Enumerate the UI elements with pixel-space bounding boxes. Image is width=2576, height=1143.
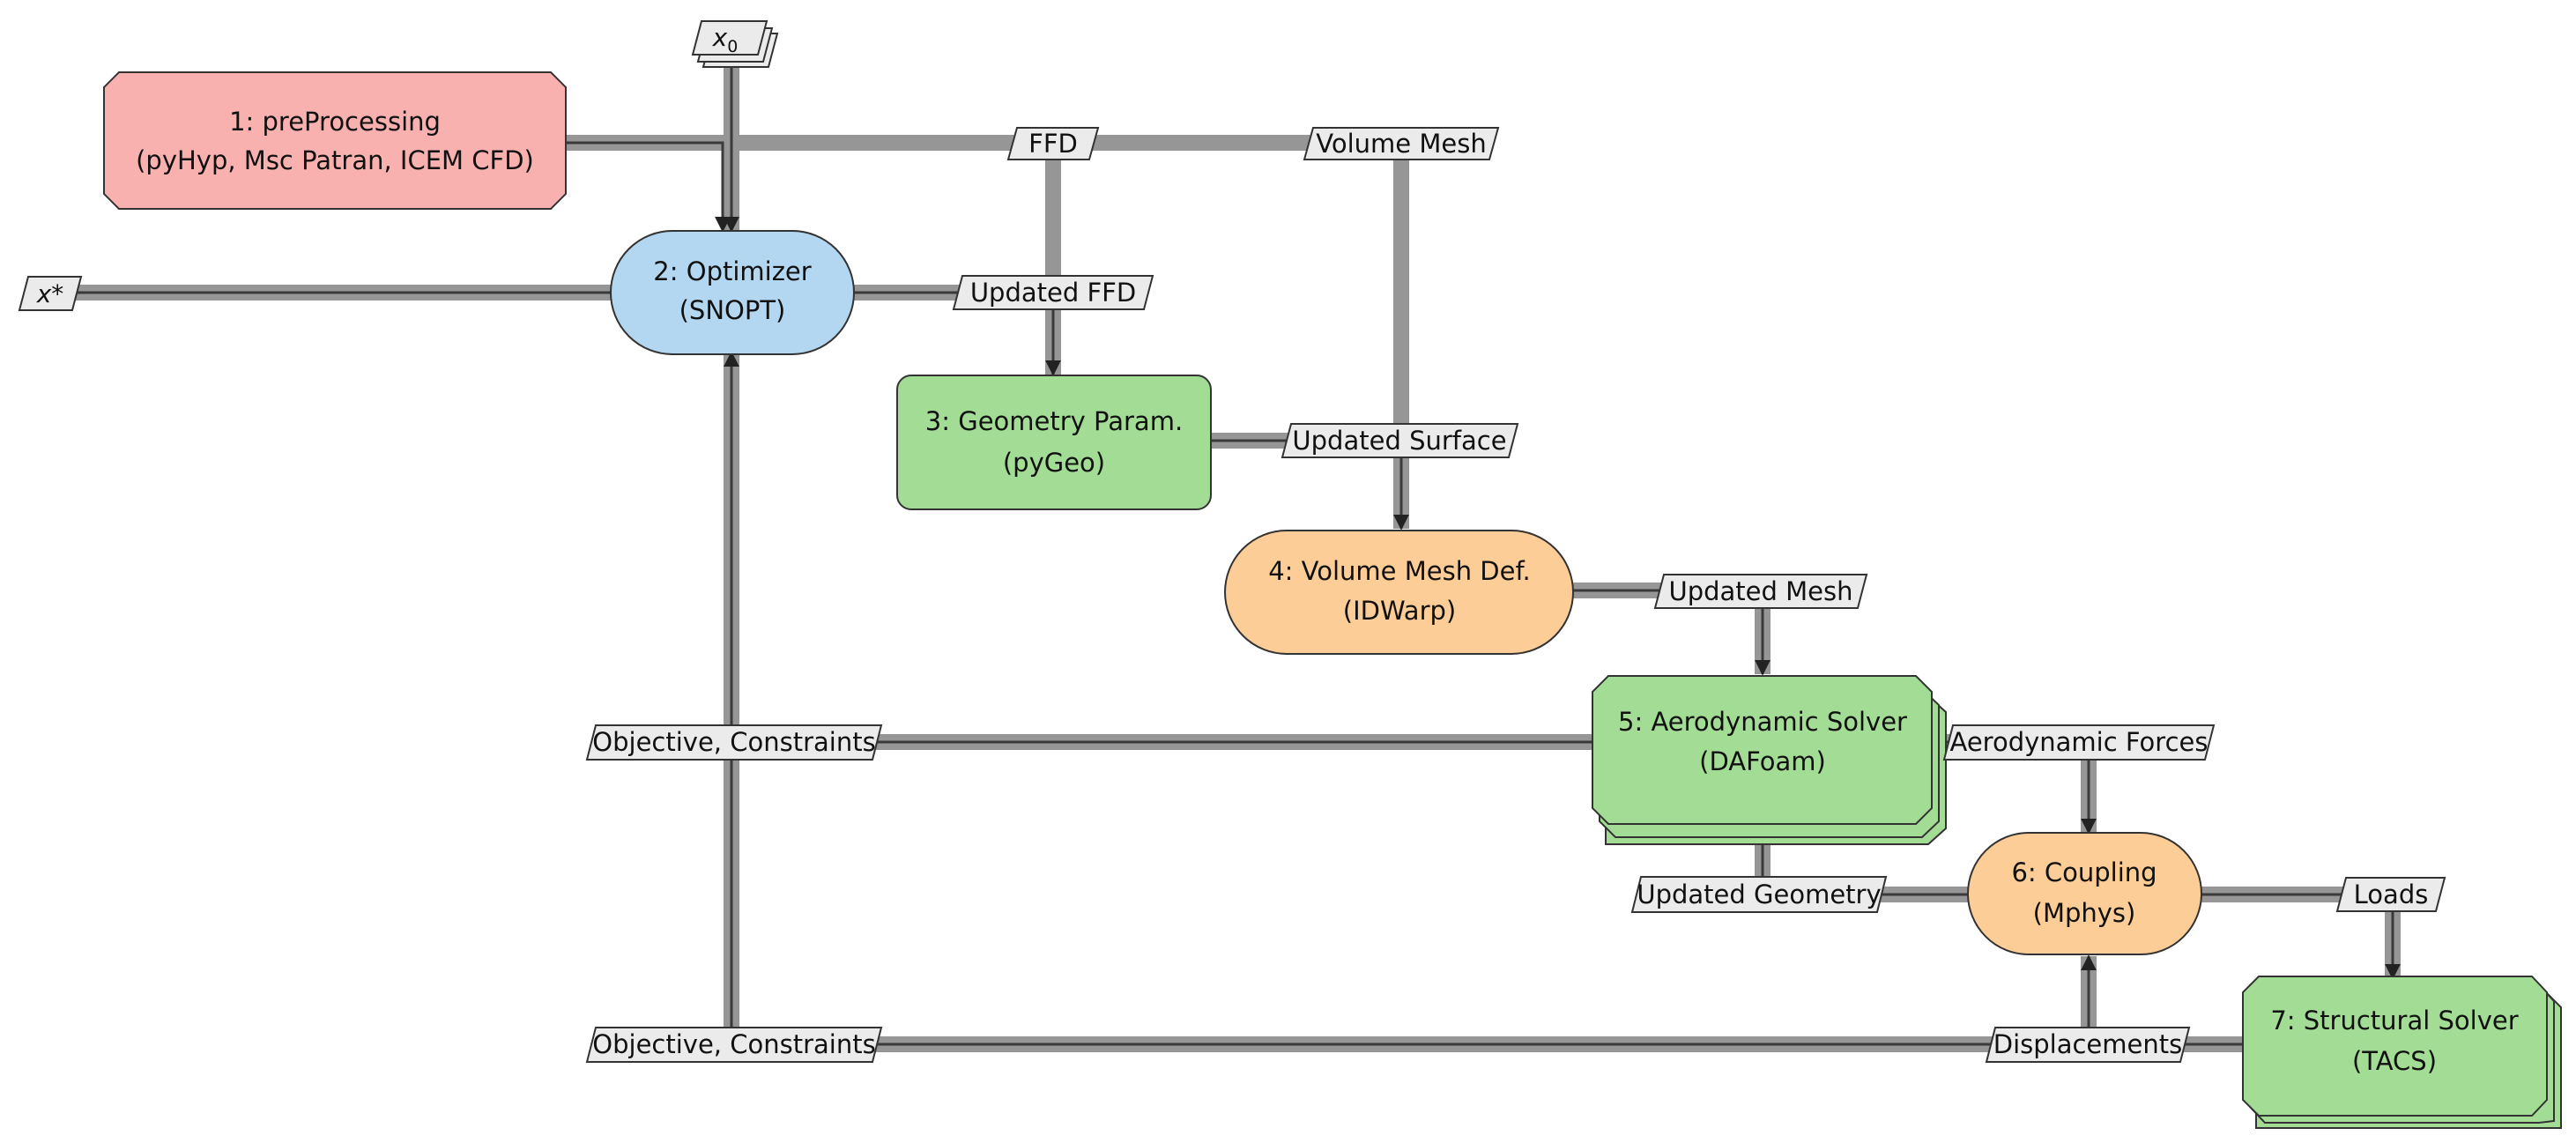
data-aerodynamic-forces-label: Aerodynamic Forces [1950, 727, 2209, 757]
data-loads[interactable]: Loads [2335, 877, 2446, 912]
data-objective-constraints-2-label: Objective, Constraints [592, 1029, 875, 1059]
data-objective-constraints-1-shape [585, 724, 883, 761]
data-x0-label: x0 [712, 23, 739, 56]
node-geometry-line1: 3: Geometry Param. [925, 406, 1183, 436]
node-coupling[interactable]: 6: Coupling (Mphys) [1967, 832, 2202, 955]
node-structural-shape [2242, 976, 2548, 1117]
data-x0-shape [691, 20, 768, 56]
data-volume-mesh-shape [1303, 127, 1500, 160]
data-aerodynamic-forces-shape [1942, 724, 2216, 761]
node-preprocessing[interactable]: 1: preProcessing (pyHyp, Msc Patran, ICE… [103, 71, 567, 210]
data-ffd[interactable]: FFD [1006, 127, 1100, 160]
node-volume-mesh-line2: (IDWarp) [1343, 596, 1456, 626]
node-optimizer[interactable]: 2: Optimizer (SNOPT) [610, 230, 855, 355]
node-optimizer-shape [610, 230, 855, 355]
data-updated-mesh[interactable]: Updated Mesh [1653, 574, 1868, 609]
data-ffd-shape [1006, 127, 1100, 160]
data-loads-shape [2335, 877, 2446, 912]
node-coupling-line1: 6: Coupling [2011, 857, 2157, 887]
data-displacements-shape [1985, 1027, 2191, 1063]
data-updated-mesh-shape [1653, 574, 1868, 609]
node-geometry-shape [896, 375, 1212, 510]
data-updated-geometry-label: Updated Geometry [1637, 880, 1881, 909]
data-updated-surface-label: Updated Surface [1292, 426, 1506, 456]
node-geometry-line2: (pyGeo) [1003, 448, 1105, 478]
data-loads-label: Loads [2354, 880, 2429, 909]
data-aerodynamic-forces[interactable]: Aerodynamic Forces [1942, 724, 2216, 761]
data-displacements-label: Displacements [1993, 1029, 2182, 1059]
data-objective-constraints-1[interactable]: Objective, Constraints [585, 724, 883, 761]
data-updated-geometry[interactable]: Updated Geometry [1630, 876, 1888, 913]
node-aero-line1: 5: Aerodynamic Solver [1618, 707, 1907, 737]
data-updated-ffd-shape [952, 275, 1154, 310]
node-aero-shape [1592, 675, 1933, 825]
process-pre-opt [564, 141, 731, 233]
node-volume-mesh[interactable]: 4: Volume Mesh Def. (IDWarp) [1224, 530, 1574, 655]
node-volume-mesh-shape [1224, 530, 1574, 655]
data-objective-constraints-1-label: Objective, Constraints [592, 727, 875, 757]
node-optimizer-line1: 2: Optimizer [653, 256, 811, 286]
data-displacements[interactable]: Displacements [1985, 1027, 2191, 1063]
node-structural[interactable]: 7: Structural Solver (TACS) [2242, 976, 2562, 1129]
node-coupling-line2: (Mphys) [2033, 898, 2136, 928]
node-aero-line2: (DAFoam) [1699, 746, 1826, 776]
data-objective-constraints-2-shape [585, 1027, 883, 1063]
data-ffd-label: FFD [1028, 129, 1078, 159]
node-structural-line2: (TACS) [2352, 1046, 2437, 1076]
node-geometry[interactable]: 3: Geometry Param. (pyGeo) [896, 375, 1212, 510]
node-coupling-shape [1967, 832, 2202, 955]
data-objective-constraints-2[interactable]: Objective, Constraints [585, 1027, 883, 1063]
data-xstar-label: x* [36, 279, 64, 308]
data-updated-surface-shape [1281, 423, 1519, 458]
data-updated-geometry-shape [1630, 876, 1888, 913]
data-updated-mesh-label: Updated Mesh [1668, 576, 1852, 606]
data-updated-ffd-label: Updated FFD [970, 278, 1136, 308]
node-structural-line1: 7: Structural Solver [2270, 1006, 2518, 1035]
node-volume-mesh-line1: 4: Volume Mesh Def. [1268, 556, 1531, 586]
data-xstar[interactable]: x* [18, 276, 83, 311]
data-x0[interactable]: x0 [691, 20, 779, 68]
node-preprocessing-shape [103, 71, 567, 210]
data-xstar-shape [18, 276, 83, 311]
data-volume-mesh[interactable]: Volume Mesh [1303, 127, 1500, 160]
node-preprocessing-line1: 1: preProcessing [229, 107, 441, 137]
data-updated-ffd[interactable]: Updated FFD [952, 275, 1154, 310]
node-optimizer-line2: (SNOPT) [679, 295, 786, 325]
data-volume-mesh-label: Volume Mesh [1316, 129, 1486, 159]
node-aero[interactable]: 5: Aerodynamic Solver (DAFoam) [1592, 675, 1947, 845]
node-preprocessing-line2: (pyHyp, Msc Patran, ICEM CFD) [136, 145, 534, 175]
data-updated-surface[interactable]: Updated Surface [1281, 423, 1519, 458]
